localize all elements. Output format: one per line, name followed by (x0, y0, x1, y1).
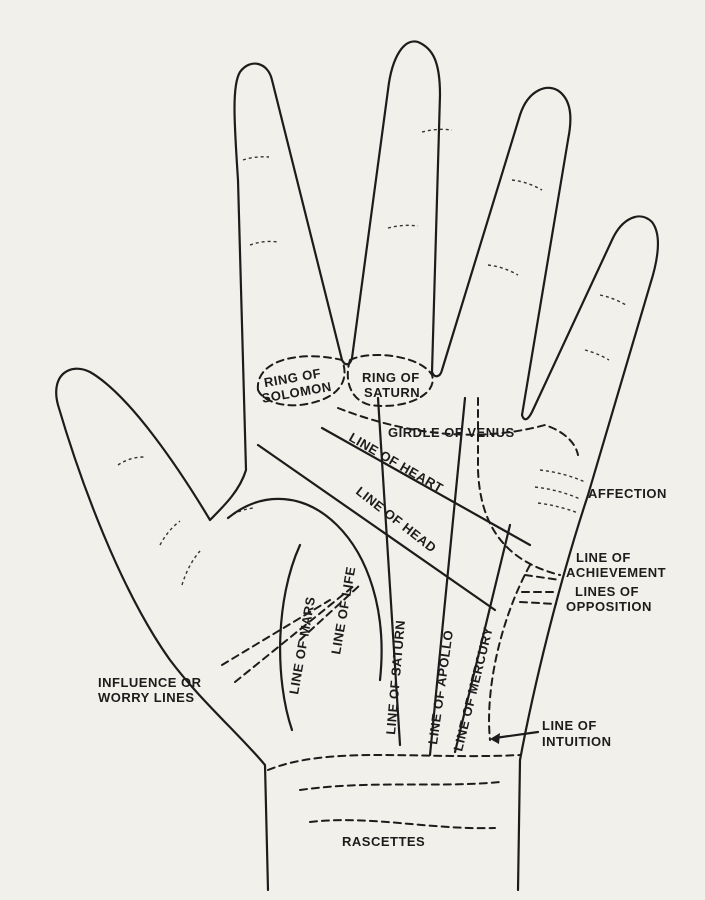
mercury-upper-dashed (477, 397, 561, 576)
rascette-3 (309, 819, 496, 830)
opposition-dashed (519, 591, 557, 605)
girdle-of-venus-label: GIRDLE OF VENUS (388, 425, 515, 440)
line-of-mars-label: LINE OF MARS (286, 595, 318, 695)
line-of-saturn-label: LINE OF SATURN (383, 619, 408, 735)
affection-label: AFFECTION (588, 486, 667, 501)
lines-of-opposition-label: LINES OF OPPOSITION (566, 584, 652, 614)
heart-line (320, 426, 532, 547)
line-of-life-label: LINE OF LIFE (328, 565, 358, 655)
hand-outline (55, 40, 660, 892)
arrow-head-icon (490, 733, 500, 744)
rascette-1 (267, 754, 521, 771)
rascette-2 (299, 781, 501, 791)
ring-of-saturn-label: RING OF SATURN (362, 370, 424, 400)
line-of-intuition-label: LINE OF INTUITION (542, 718, 612, 749)
apollo-line (428, 396, 467, 757)
ring-of-solomon-label: RING OF SOLOMON (258, 364, 333, 406)
mercury-line (453, 523, 512, 754)
mars-dashed (221, 584, 361, 683)
rascettes-label: RASCETTES (342, 834, 425, 849)
ring-of-solomon-line (256, 355, 346, 407)
intuition-line (488, 564, 531, 741)
life-line (279, 543, 302, 732)
influence-or-worry-lines-label: INFLUENCE OR WORRY LINES (98, 675, 206, 705)
girdle-of-venus-line (337, 407, 579, 456)
intuition-arrow (493, 730, 540, 740)
achievement-dashed (524, 574, 561, 581)
saturn-line (376, 396, 402, 747)
ring-of-saturn-line (346, 354, 434, 407)
finger-creases (117, 128, 627, 586)
head-line (256, 443, 497, 612)
life-line-outer (226, 497, 383, 682)
line-of-apollo-label: LINE OF APOLLO (425, 629, 456, 746)
line-of-achievement-label: LINE OF ACHIEVEMENT (566, 550, 666, 580)
